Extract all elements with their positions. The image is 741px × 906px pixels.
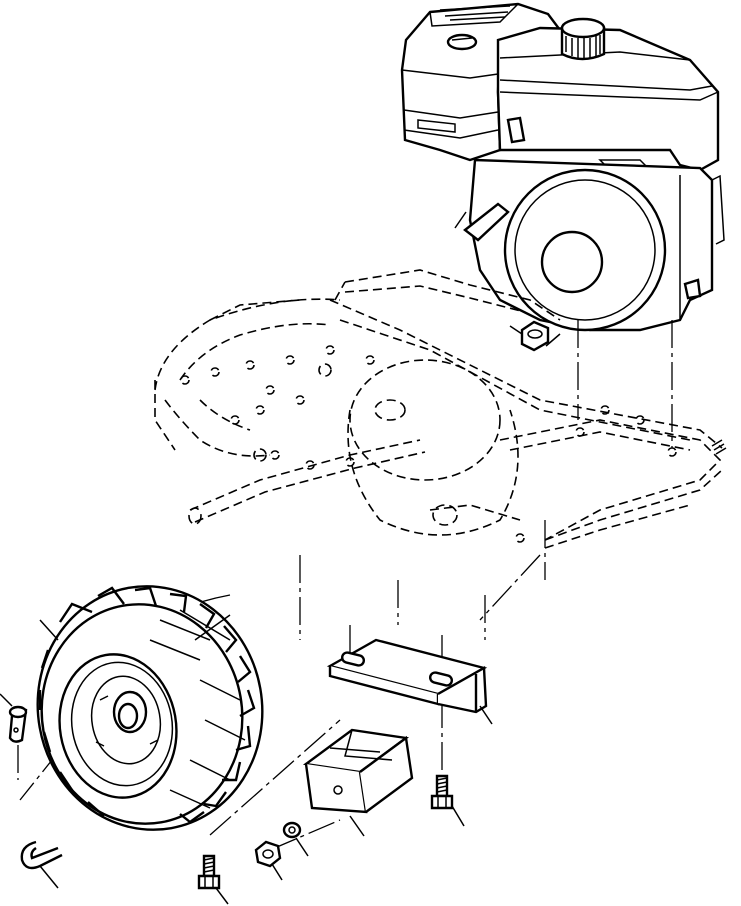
tire-icon [19,568,282,847]
engine-mount-nut [510,322,560,350]
hairpin-clip-icon [22,842,62,888]
washer-icon [284,823,308,856]
hex-nut-icon [256,842,282,880]
block-icon [306,730,412,836]
engine-icon [402,4,724,330]
bracket-icon [330,640,492,724]
pin-icon [0,694,26,780]
